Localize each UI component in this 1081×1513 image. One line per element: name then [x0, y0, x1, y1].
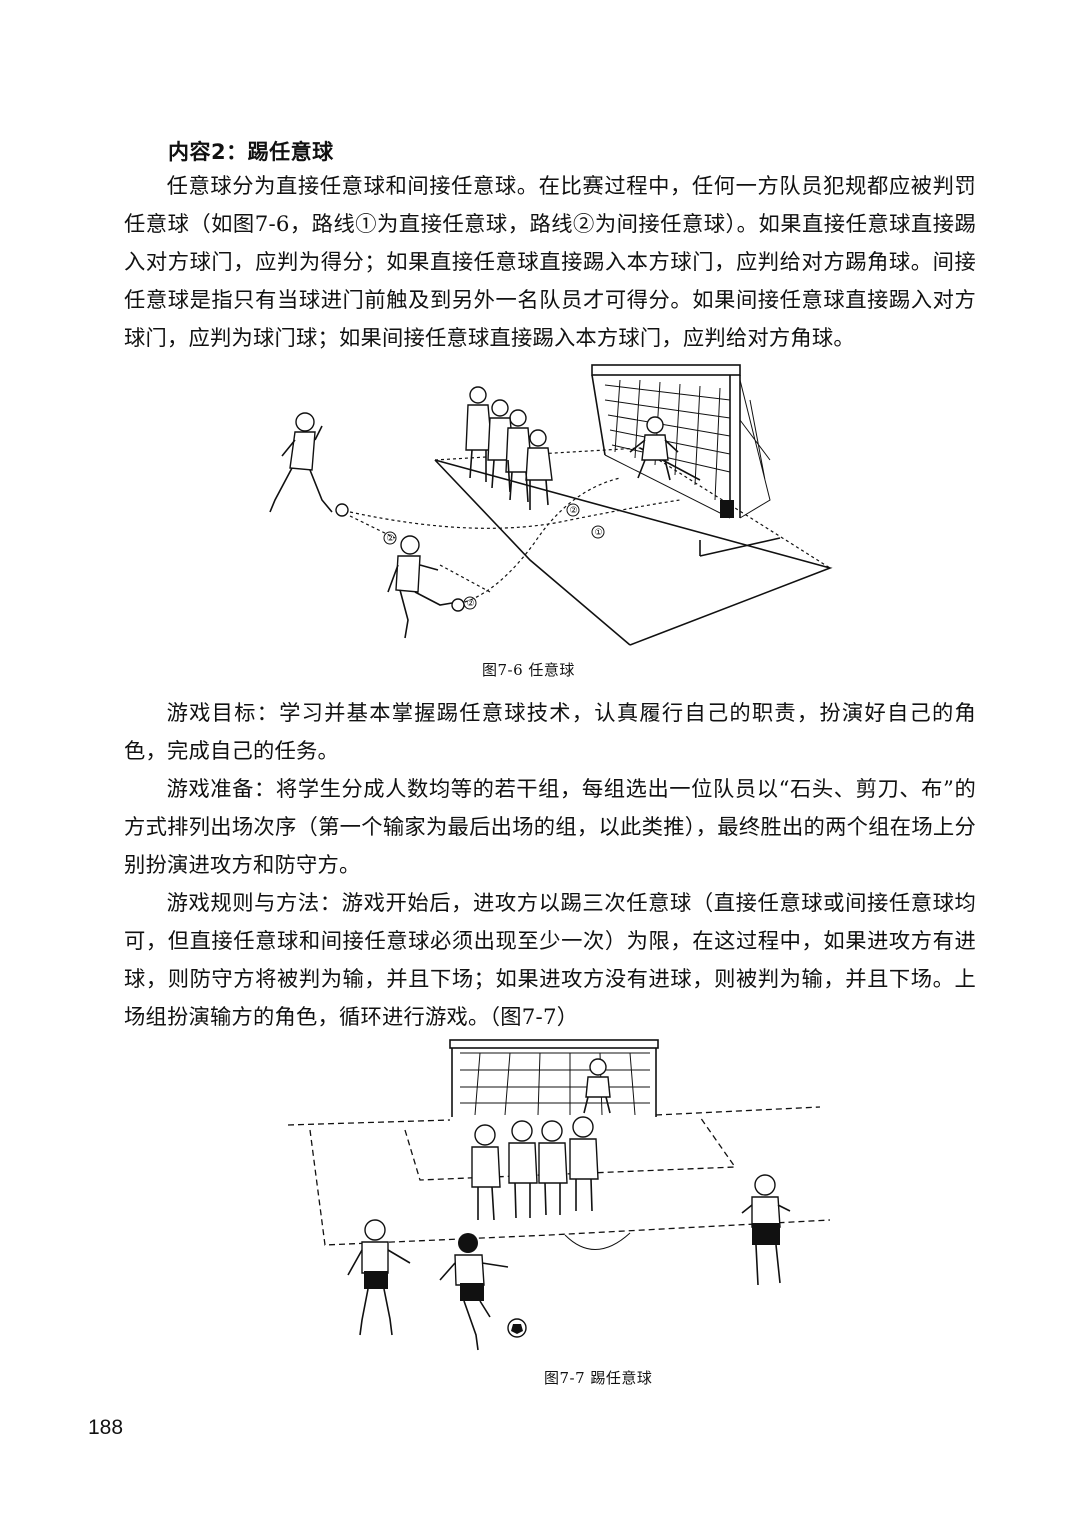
- route-2-marker: ②: [467, 599, 475, 609]
- goalkeeper-figure: [629, 416, 679, 481]
- ball-icon: [335, 503, 349, 517]
- route-2-path: [349, 477, 621, 603]
- goal-frame: [449, 1039, 659, 1117]
- paragraph-game-goal: 游戏目标：学习并基本掌握踢任意球技术，认真履行自己的职责，扮演好自己的角色，完成…: [124, 701, 976, 764]
- route-2-marker: ②: [387, 534, 395, 544]
- route-2-marker: ②: [570, 506, 578, 516]
- paragraph-free-kick-rules: 任意球分为直接任意球和间接任意球。在比赛过程中，任何一方队员犯规都应被判罚任意球…: [124, 174, 976, 351]
- attacker-figure-kicker: [439, 1233, 509, 1351]
- kicker-figure-bottom: [387, 535, 459, 639]
- ball-icon: [451, 598, 465, 612]
- route-1-marker: ①: [595, 528, 603, 538]
- paragraph-game-rules: 游戏规则与方法：游戏开始后，进攻方以踢三次任意球（直接任意球或间接任意球均可，但…: [124, 891, 976, 1030]
- attacker-figure-left: [347, 1219, 411, 1336]
- goal-net: [591, 364, 771, 519]
- defensive-wall: [465, 386, 553, 510]
- defensive-wall: [471, 1116, 599, 1221]
- figure-7-6-caption: 图7-6 任意球: [482, 661, 575, 679]
- goalkeeper-figure: [583, 1058, 611, 1114]
- figure-7-6-illustration: ② ② ② ①: [269, 364, 833, 646]
- paragraph-game-preparation: 游戏准备：将学生分成人数均等的若干组，每组选出一位队员以“石头、剪刀、布”的方式…: [124, 777, 976, 878]
- section-heading: 内容2：踢任意球: [168, 140, 334, 164]
- figure-7-7-illustration: [287, 1039, 831, 1351]
- defender-figure-right: [741, 1174, 791, 1286]
- figure-7-7-caption: 图7-7 踢任意球: [544, 1369, 653, 1387]
- page-number: 188: [88, 1416, 124, 1439]
- route-1-path: [349, 499, 681, 529]
- kicker-figure-top: [269, 412, 333, 513]
